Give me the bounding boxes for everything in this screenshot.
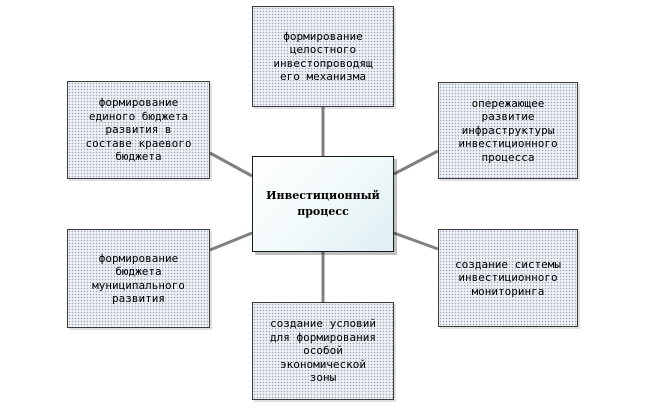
node-bottom: создание условий для формирования особой… xyxy=(252,302,394,400)
node-lower-left: формирование бюджета муниципального разв… xyxy=(67,229,210,328)
node-lower-right: создание системы инвестиционного монитор… xyxy=(438,229,578,327)
connector-lower-right xyxy=(393,231,439,251)
connector-upper-right xyxy=(393,149,439,176)
connector-lower-left xyxy=(209,231,253,252)
node-top: формирование целостного инвестопроводящ … xyxy=(252,6,394,107)
node-upper-left: формирование единого бюджета развития в … xyxy=(67,81,210,179)
center-node: Инвестиционный процесс xyxy=(252,156,394,252)
connector-upper-left xyxy=(209,151,253,178)
node-upper-right: опережающее развитие инфраструктуры инве… xyxy=(438,82,578,179)
